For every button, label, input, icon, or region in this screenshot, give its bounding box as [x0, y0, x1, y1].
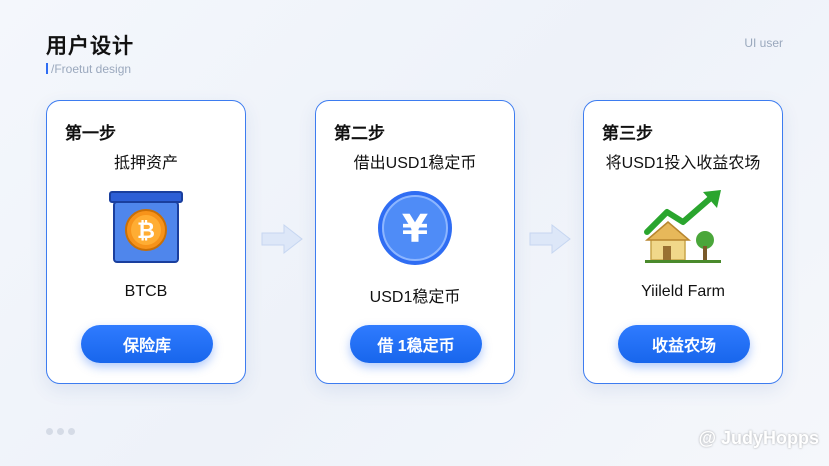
svg-text:¥: ¥: [402, 207, 428, 251]
arrow-right-icon: [261, 223, 303, 255]
watermark: @ JudyHopps: [698, 428, 819, 449]
pagination-dot[interactable]: [57, 428, 64, 435]
step-card-1: 第一步 抵押资产 ₿ BTCB 保险库: [46, 100, 246, 384]
asset-name: BTCB: [124, 283, 168, 300]
step-title: 将USD1投入收益农场: [605, 155, 761, 172]
header-right-label: UI user: [744, 36, 783, 50]
svg-text:₿: ₿: [137, 219, 155, 244]
step-title: 借出USD1稳定币: [353, 155, 477, 172]
page-subtitle: /Froetut design: [46, 62, 131, 76]
pagination-dot[interactable]: [46, 428, 53, 435]
page-title: 用户设计: [46, 35, 134, 58]
step-label: 第一步: [65, 124, 116, 143]
bitcoin-vault-icon: ₿: [47, 187, 245, 269]
yen-coin-icon: ¥: [316, 187, 514, 269]
step-title: 抵押资产: [113, 155, 178, 172]
step-card-2: 第二步 借出USD1稳定币 ¥ USD1稳定币 借 1稳定币: [315, 100, 515, 384]
borrow-button[interactable]: 借 1稳定币: [350, 325, 482, 363]
yield-farm-button[interactable]: 收益农场: [618, 325, 750, 363]
subtitle-accent-bar: [46, 63, 48, 74]
farm-name: Yiileld Farm: [641, 283, 725, 300]
subtitle-text: /Froetut design: [51, 62, 132, 76]
vault-button[interactable]: 保险库: [81, 325, 213, 363]
step-card-3: 第三步 将USD1投入收益农场 Yiileld Farm 收益农场: [583, 100, 783, 384]
arrow-right-icon: [529, 223, 571, 255]
step-label: 第二步: [334, 124, 385, 143]
stablecoin-name: USD1稳定币: [369, 289, 461, 306]
watermark-text: @ JudyHopps: [698, 428, 819, 448]
pagination-dots[interactable]: [46, 428, 75, 435]
farm-growth-icon: [584, 187, 782, 269]
pagination-dot[interactable]: [68, 428, 75, 435]
step-label: 第三步: [602, 124, 653, 143]
